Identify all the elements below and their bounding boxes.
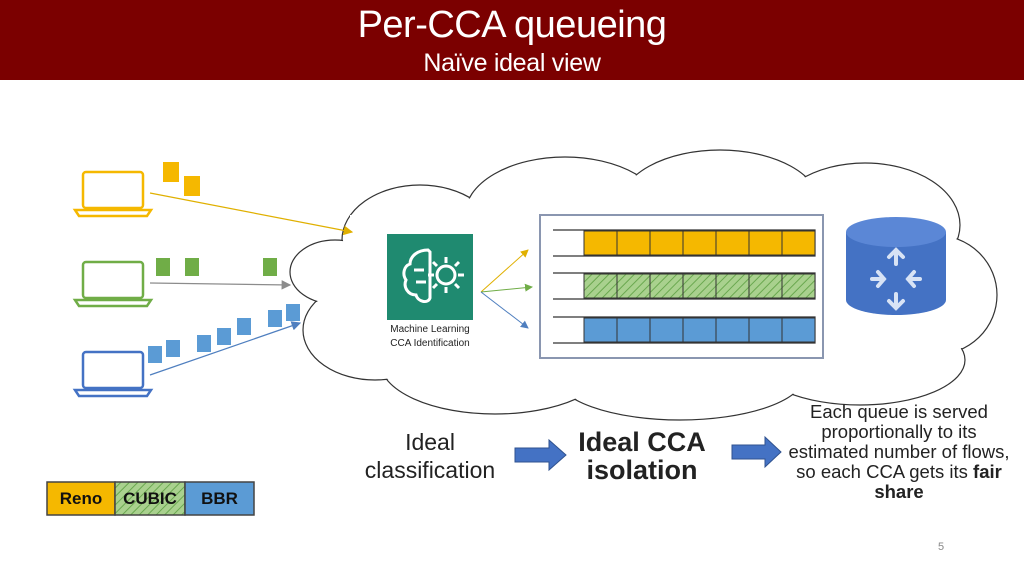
cubic-queue-cell [649, 273, 684, 299]
machine-learning-box [387, 234, 473, 320]
reno-queue [553, 229, 816, 257]
classify-arrow-reno [480, 249, 529, 293]
cubic-queue-cell [682, 273, 717, 299]
reno-packets [163, 162, 200, 196]
legend-reno-swatch [46, 481, 116, 516]
ideal-classification-label: Ideal classification [364, 429, 496, 483]
bbr-queue-cell [583, 317, 618, 343]
cubic-packets [156, 258, 277, 276]
reno-queue-cell [682, 230, 717, 256]
reno-queue-cell [616, 230, 651, 256]
router-icon [846, 217, 946, 315]
block-arrow-1 [514, 438, 567, 472]
bbr-flow-arrow [149, 321, 302, 376]
legend-reno-label: Reno [59, 489, 103, 508]
bbr-queue-cell [715, 317, 750, 343]
page-subtitle: Naïve ideal view [423, 49, 601, 77]
classify-arrow-bbr [480, 291, 529, 329]
bbr-queue [553, 316, 816, 344]
laptop-icon-bbr [72, 350, 154, 398]
cubic-flow-arrow [149, 280, 292, 290]
fair-share-emphasis: fair share [874, 461, 1002, 502]
legend-cubic-label: CUBIC [123, 489, 177, 508]
laptop-icon-cubic [72, 260, 154, 308]
classify-arrow-cubic [480, 283, 533, 293]
laptop-icon-reno [72, 170, 154, 218]
bbr-queue-cell [616, 317, 651, 343]
cubic-queue-cell [583, 273, 618, 299]
ml-label-line1: Machine Learning [390, 324, 470, 335]
legend-bbr-label: BBR [201, 489, 238, 508]
cubic-queue-cell [616, 273, 651, 299]
reno-queue-cell [649, 230, 684, 256]
cubic-queue-cell [748, 273, 783, 299]
brain-gear-icon [402, 248, 464, 304]
ml-label-line2: CCA Identification [390, 338, 470, 349]
reno-queue-cell [715, 230, 750, 256]
cubic-queue-cell [715, 273, 750, 299]
fair-share-description: Each queue is served proportionally to i… [780, 402, 1018, 502]
legend [46, 481, 255, 516]
title-bar [0, 0, 1024, 80]
bbr-queue-cell [748, 317, 783, 343]
reno-queue-cell [748, 230, 783, 256]
page-title: Per-CCA queueing [357, 4, 667, 46]
reno-queue-cell [781, 230, 816, 256]
reno-queue-cell [583, 230, 618, 256]
ideal-isolation-label: Ideal CCA isolation [578, 427, 706, 485]
block-arrow-2 [731, 435, 782, 469]
fair-share-text: Each queue is served proportionally to i… [788, 401, 1010, 482]
ml-label: Machine Learning CCA Identification [376, 323, 484, 351]
bbr-packets [148, 304, 300, 363]
page-number: 5 [937, 541, 945, 553]
cubic-queue [553, 272, 816, 300]
bbr-queue-cell [649, 317, 684, 343]
cubic-queue-cell [781, 273, 816, 299]
legend-bbr-swatch [184, 481, 255, 516]
reno-flow-arrow [149, 192, 354, 236]
bbr-queue-cell [682, 317, 717, 343]
bbr-queue-cell [781, 317, 816, 343]
